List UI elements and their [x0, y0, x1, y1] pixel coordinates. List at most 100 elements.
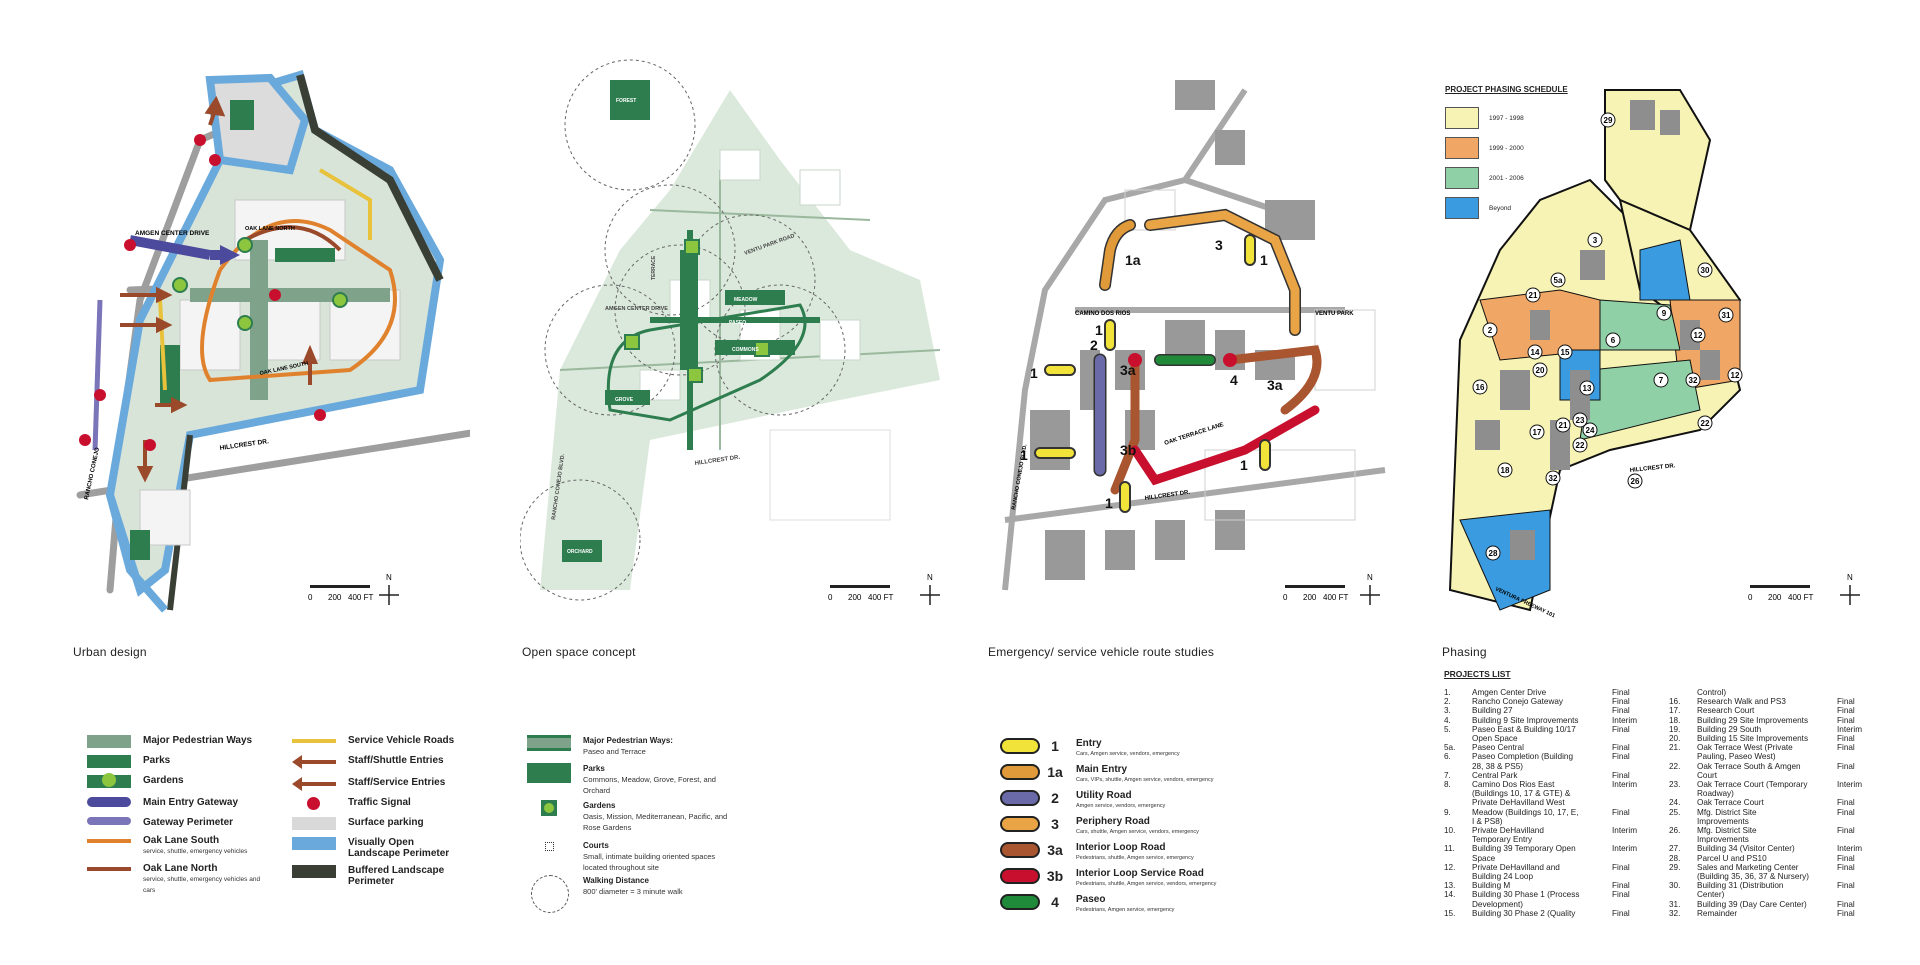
garden-icon: [527, 800, 571, 816]
svg-text:24: 24: [1586, 426, 1595, 435]
svg-text:1: 1: [1260, 252, 1268, 268]
project-name: Open Space: [1472, 734, 1518, 744]
north-label-3: N: [1367, 573, 1373, 582]
route-swatch: [1000, 842, 1040, 858]
legend-desc: Pedestrians, shuttle, Amgen service, eme…: [1076, 855, 1194, 861]
project-row: I & PS8): [1444, 817, 1659, 826]
project-number: 31.: [1669, 899, 1681, 909]
legend-item: Parks: [87, 755, 170, 768]
project-row: Center): [1669, 890, 1884, 899]
project-status: Final: [1837, 899, 1855, 909]
project-number: 19.: [1669, 724, 1681, 734]
svg-text:14: 14: [1531, 348, 1540, 357]
legend-title: Visually Open Landscape Perimeter: [348, 837, 450, 859]
legend-item: Major Pedestrian Ways: [87, 735, 252, 748]
open-space-map: FOREST MEADOW PASEO COMMONS GROVE ORCHAR…: [519, 50, 960, 620]
project-row: Court: [1669, 771, 1884, 780]
svg-text:28: 28: [1489, 549, 1498, 558]
project-status: Final: [1837, 807, 1855, 817]
phase-label: 2001 - 2006: [1489, 174, 1524, 182]
project-status: Final: [1612, 697, 1630, 707]
svg-text:1a: 1a: [1125, 252, 1141, 268]
legend-item: Gateway Perimeter: [87, 817, 233, 828]
project-status: Final: [1837, 798, 1855, 808]
project-name: Mfg. District Site: [1697, 826, 1757, 836]
label-grove: GROVE: [615, 397, 634, 403]
label-hillcrest: HILLCREST DR.: [219, 438, 269, 452]
legend-title: Periphery Road: [1076, 816, 1150, 827]
label-oak-lane-north: OAK LANE NORTH: [245, 226, 295, 232]
project-name: Building 39 Temporary Open: [1472, 844, 1576, 854]
project-row: 9.Meadow (Buildings 10, 17, E,Final: [1444, 808, 1659, 817]
svg-text:3: 3: [1215, 237, 1223, 253]
label-oak-terrace-lane: OAK TERRACE LANE: [1164, 422, 1225, 447]
svg-text:29: 29: [1604, 116, 1613, 125]
project-number: 23.: [1669, 780, 1681, 790]
project-name: Control): [1697, 688, 1727, 697]
label-commons: COMMONS: [732, 347, 759, 353]
project-number: 20.: [1669, 734, 1681, 744]
legend-swatch: [87, 867, 131, 871]
label-camino-dos-rios: CAMINO DOS RIOS: [1075, 311, 1130, 317]
project-name: Building 39 (Day Care Center): [1697, 899, 1807, 909]
project-name: Oak Terrace Court (Temporary: [1697, 780, 1808, 790]
project-row: (Buildings 10, 17 & GTE) &: [1444, 789, 1659, 798]
svg-text:23: 23: [1576, 416, 1585, 425]
svg-text:21: 21: [1559, 421, 1568, 430]
legend-title: Oak Lane North: [143, 863, 218, 874]
label-terrace: TERRACE: [651, 255, 657, 280]
project-number: 14.: [1444, 890, 1456, 900]
project-name: Building 29 South: [1697, 724, 1762, 734]
project-number: 10.: [1444, 826, 1456, 836]
project-name: Roadway): [1697, 789, 1734, 799]
north-label-2: N: [927, 573, 933, 582]
project-name: Private DeHavilland West: [1472, 798, 1565, 808]
project-number: 27.: [1669, 844, 1681, 854]
project-number: 5a.: [1444, 743, 1456, 753]
arrow-left-icon: [292, 777, 336, 791]
svg-text:26: 26: [1631, 477, 1640, 486]
legend-title: Traffic Signal: [348, 797, 411, 808]
svg-text:32: 32: [1689, 376, 1698, 385]
project-number: [1669, 789, 1697, 798]
projects-list-title: PROJECTS LIST: [1444, 669, 1511, 679]
legend-title: Surface parking: [348, 817, 424, 828]
project-name: Building 15 Site Improvements: [1697, 734, 1809, 744]
project-number: [1669, 771, 1697, 780]
project-name: Meadow (Buildings 10, 17, E,: [1472, 807, 1579, 817]
route-number: 2: [1051, 790, 1059, 806]
project-name: Sales and Marketing Center: [1697, 862, 1799, 872]
caption-urban-design: Urban design: [73, 645, 147, 659]
project-name: (Building 35, 36, 37 & Nursery): [1697, 872, 1809, 882]
project-row: 31. Building 39 (Day Care Center) Final: [1669, 900, 1884, 909]
north-arrow-icon: [1840, 585, 1860, 605]
route-number-labels: 1a 3 1 2 3a 1 1 4 3a 3b 1 1 1: [1020, 237, 1283, 511]
project-row: Temporary Entry: [1444, 835, 1659, 844]
project-name: Center): [1697, 890, 1725, 900]
project-status: Final: [1837, 826, 1855, 836]
svg-text:32: 32: [1549, 474, 1558, 483]
project-row: Control): [1669, 688, 1884, 697]
project-name: Camino Dos Rios East: [1472, 780, 1555, 790]
project-number: 1.: [1444, 688, 1451, 697]
project-number: 22.: [1669, 761, 1681, 771]
legend-desc: Pedestrians, shuttle, Amgen service, ven…: [1076, 881, 1217, 887]
project-number: 3.: [1444, 706, 1451, 716]
court-icon: [527, 840, 571, 853]
legend-desc: 800' diameter = 3 minute walk: [583, 887, 683, 896]
project-name: Building 34 (Visitor Center): [1697, 844, 1795, 854]
project-name: Rancho Conejo Gateway: [1472, 697, 1564, 707]
project-number: 7.: [1444, 770, 1451, 780]
svg-text:3: 3: [1593, 236, 1598, 245]
project-name: Paseo Completion (Building: [1472, 752, 1574, 762]
scale-zero-2: 0: [828, 593, 833, 602]
